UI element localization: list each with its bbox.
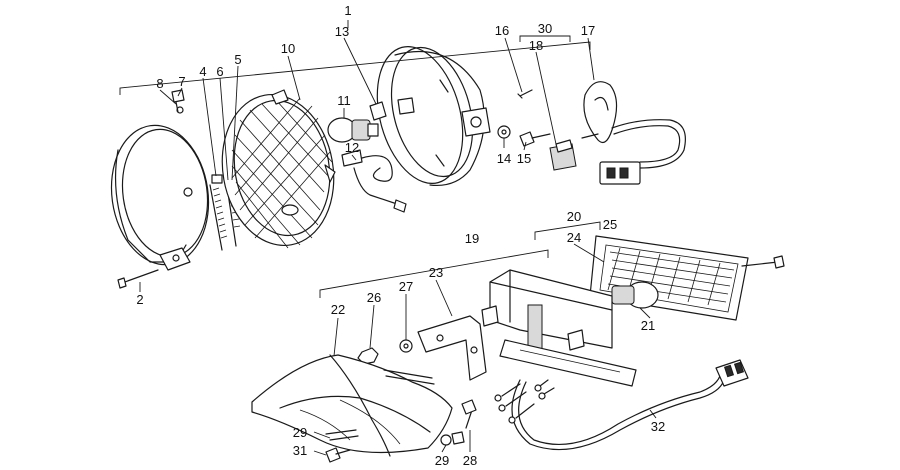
tail-lamp-body (481, 269, 613, 351)
callout-8: 8 (156, 76, 163, 91)
callout-27: 27 (399, 279, 413, 294)
callout-17: 17 (581, 23, 595, 38)
callout-1: 1 (344, 3, 351, 18)
group-brackets (119, 20, 601, 298)
leader-lines (139, 37, 657, 456)
headlight-bulb (327, 117, 379, 143)
rim-screw (117, 269, 159, 289)
license-mount (499, 339, 637, 387)
callout-12: 12 (345, 140, 359, 155)
callout-31: 31 (293, 443, 307, 458)
bracket-nuts (357, 339, 413, 365)
tail-bracket (417, 315, 487, 381)
fender-screws (325, 429, 359, 463)
headlight-lens-reflector (221, 89, 336, 249)
callout-15: 15 (517, 151, 531, 166)
callout-6: 6 (216, 64, 223, 79)
callout-labels: 1 2 4 5 6 7 8 10 11 12 13 14 15 16 17 18… (136, 3, 665, 468)
callout-28: 28 (463, 453, 477, 468)
callout-11: 11 (337, 93, 351, 108)
callout-20: 20 (567, 209, 581, 224)
taillight-bulb (611, 281, 659, 309)
callout-14: 14 (497, 151, 511, 166)
callout-16: 16 (495, 23, 509, 38)
callout-22: 22 (331, 302, 345, 317)
connector-18 (549, 139, 577, 171)
dimmer-switch-cable (581, 81, 686, 185)
shell-fasteners (497, 89, 551, 147)
taillight-wiring-harness (494, 359, 749, 451)
headlight-shell (376, 45, 491, 187)
callout-21: 21 (641, 318, 655, 333)
taillight-housing (589, 235, 785, 321)
callout-19: 19 (465, 231, 479, 246)
callout-23: 23 (429, 265, 443, 280)
callout-30: 30 (538, 21, 552, 36)
callout-10: 10 (281, 41, 295, 56)
parking-bulb-wire (341, 149, 407, 213)
bracket-clip (383, 369, 435, 385)
callout-13: 13 (335, 24, 349, 39)
callout-2: 2 (136, 292, 143, 307)
callout-5: 5 (234, 52, 241, 67)
callout-24: 24 (567, 230, 581, 245)
callout-32: 32 (651, 419, 665, 434)
bracket-bolt (440, 399, 477, 446)
callout-18: 18 (529, 38, 543, 53)
callout-7: 7 (178, 74, 185, 89)
rear-mudguard (251, 354, 453, 457)
callout-26: 26 (367, 290, 381, 305)
headlight-rim-ring (110, 124, 210, 271)
callout-25: 25 (603, 217, 617, 232)
bulb-holder (369, 101, 387, 121)
callout-29-left: 29 (293, 425, 307, 440)
callout-4: 4 (199, 64, 206, 79)
callout-29-right: 29 (435, 453, 449, 468)
